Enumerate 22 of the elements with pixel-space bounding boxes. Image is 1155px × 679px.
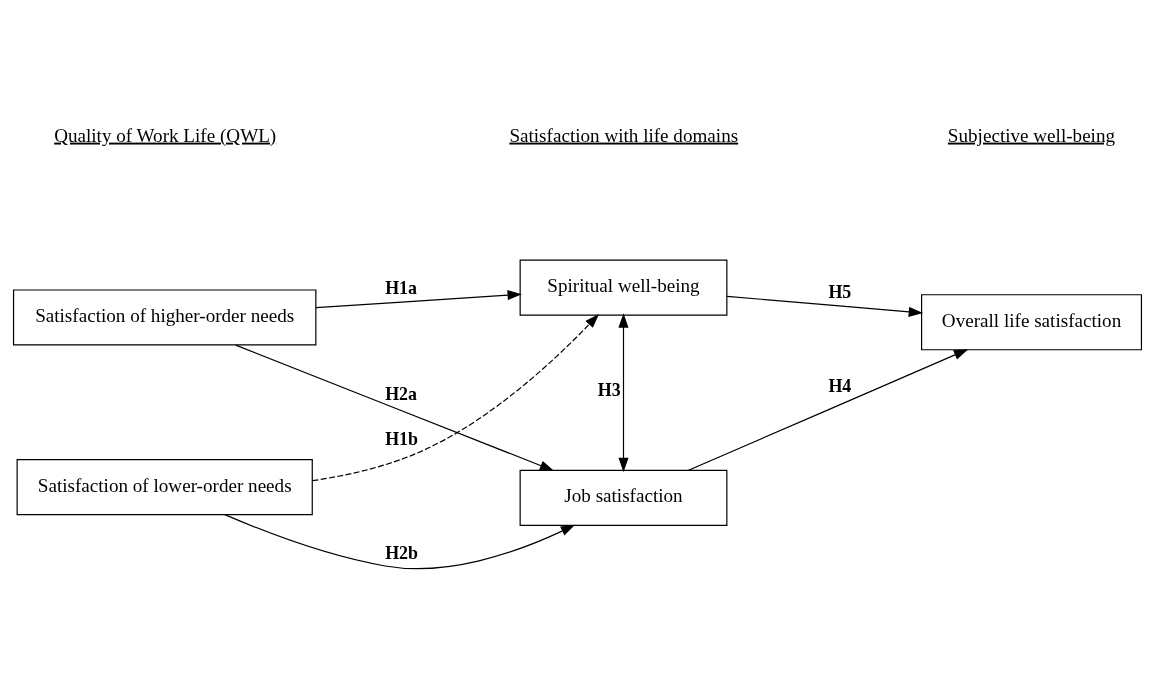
arrow (618, 312, 629, 472)
arrow (315, 289, 522, 308)
arrow (224, 513, 576, 569)
edge-label: H2a (385, 383, 417, 404)
edge-label: H1b (385, 428, 418, 449)
label: Subjective well-being (947, 124, 1116, 146)
node-box: Spiritual well-being (519, 259, 728, 316)
arrow (311, 313, 600, 481)
node-box: Job satisfaction (519, 469, 728, 526)
arrow (687, 348, 969, 471)
node-box: Satisfaction of higher-order needs (12, 288, 317, 346)
arrow (726, 295, 924, 317)
edge-label: H4 (828, 375, 852, 396)
label: Satisfaction with life domains (509, 124, 739, 146)
edge-label: H2b (385, 542, 418, 563)
node-box: Overall life satisfaction (921, 293, 1143, 350)
edge-label: H3 (597, 379, 621, 400)
arrow (235, 344, 555, 471)
node-box: Satisfaction of lower-order needs (16, 458, 313, 515)
edge-label: H1a (385, 277, 417, 298)
edge-label: H5 (828, 281, 852, 302)
label: Quality of Work Life (QWL) (54, 124, 277, 146)
